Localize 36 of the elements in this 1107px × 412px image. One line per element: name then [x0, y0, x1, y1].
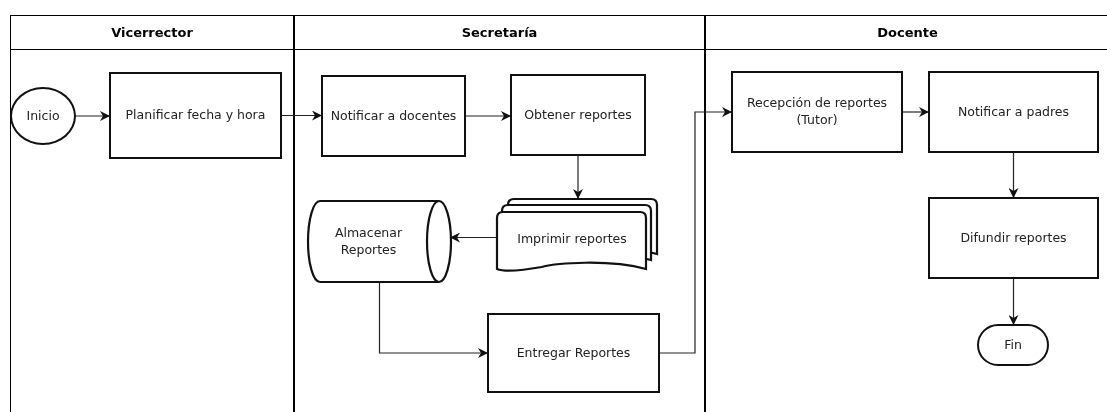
- arrow: [75, 111, 110, 121]
- process-box: [928, 197, 1099, 279]
- step-label: Notificar a docentes: [330, 107, 457, 125]
- step-label: Difundir reportes: [960, 229, 1067, 247]
- lane-title: Secretaría: [461, 23, 538, 42]
- step-label: Entregar Reportes: [516, 344, 631, 362]
- arrow: [1008, 152, 1019, 198]
- arrow: [659, 107, 732, 354]
- process-box: [928, 71, 1099, 153]
- arrow: [465, 111, 511, 121]
- end-terminator: [977, 324, 1049, 366]
- start-terminator: [10, 87, 76, 145]
- step-label: Almacenar Reportes: [333, 224, 404, 259]
- swimlane: [294, 15, 705, 412]
- process-box: [487, 313, 660, 393]
- process-box: [510, 74, 646, 156]
- arrow: [1008, 278, 1019, 325]
- arrow: [573, 155, 583, 199]
- arrow: [450, 232, 497, 243]
- step-label: Recepción de reportes (Tutor): [745, 95, 889, 129]
- lane-title: Vicerrector: [111, 23, 193, 42]
- step-label: Fin: [1004, 336, 1022, 354]
- step-label: Obtener reportes: [524, 106, 632, 124]
- lane-title: Docente: [877, 23, 938, 42]
- process-box: [731, 71, 903, 153]
- step-label: Imprimir reportes: [517, 231, 627, 248]
- arrow: [902, 107, 929, 117]
- step-label: Planificar fecha y hora: [125, 107, 266, 124]
- step-label: Notificar a padres: [957, 103, 1070, 121]
- swimlane: [10, 15, 294, 412]
- arrow: [378, 282, 488, 358]
- step-label: Inicio: [26, 107, 60, 125]
- process-box: [109, 72, 282, 159]
- process-box: [321, 75, 466, 157]
- arrow: [281, 110, 322, 121]
- swimlane: [705, 15, 1107, 412]
